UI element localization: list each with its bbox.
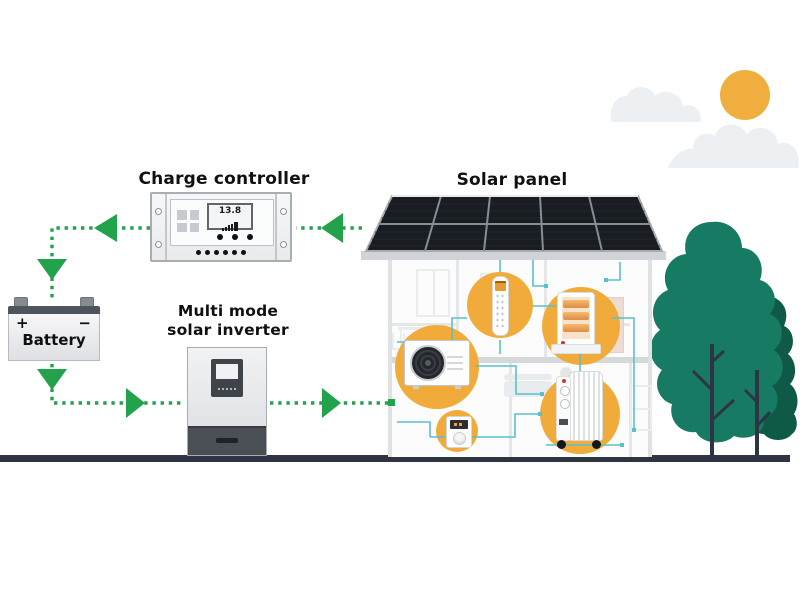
house-wall (392, 323, 456, 326)
solar-panel-label: Solar panel (456, 170, 568, 190)
window (416, 269, 450, 317)
inverter-label-line2: solar inverter (167, 321, 289, 340)
radiator-controls (556, 376, 571, 441)
cloud-right (668, 124, 799, 168)
ac-vents (447, 356, 463, 374)
thermostat-dial (452, 432, 466, 445)
inverter-screen (216, 364, 238, 379)
arrowheads (37, 213, 395, 418)
battery-positive-sign: + (16, 314, 29, 332)
tree-front (650, 221, 783, 443)
house-wall (456, 257, 459, 357)
controller-display: 13.8 (207, 203, 253, 231)
thermostat-icon (446, 416, 472, 448)
battery-device: + − Battery (8, 297, 100, 361)
controller-buttons (217, 234, 253, 240)
battery-level-icon (222, 222, 238, 231)
ac-remote-control-icon (492, 276, 509, 336)
cloud-left (610, 87, 701, 122)
inverter-label: Multi mode solar inverter (155, 302, 301, 341)
battery-negative-sign: − (78, 314, 91, 332)
dresser (630, 385, 652, 431)
inverter-body (188, 348, 266, 430)
air-conditioner-outdoor-unit-icon (404, 340, 470, 389)
house-floor-divider (392, 357, 648, 363)
screw-icon (280, 208, 287, 215)
inverter-buttons (218, 388, 236, 390)
remote-buttons (495, 293, 506, 327)
controller-vents (196, 250, 246, 255)
tree-branches (691, 349, 772, 428)
roof-eave (361, 251, 666, 260)
halogen-heater-icon (551, 292, 601, 354)
screw-icon (155, 241, 162, 248)
mounting-flange (275, 194, 290, 260)
charge-controller-label: Charge controller (138, 169, 310, 189)
ground (0, 455, 790, 462)
battery-body: + − Battery (8, 314, 100, 361)
arrow-controller-to-battery (50, 226, 150, 300)
controller-display-value: 13.8 (218, 206, 242, 216)
heater-core (562, 297, 590, 339)
screw-icon (280, 241, 287, 248)
controller-keypad (177, 210, 199, 232)
sun (720, 70, 770, 120)
charge-controller-device: 13.8 (150, 192, 292, 262)
inverter-label-line1: Multi mode (177, 302, 279, 320)
inverter-vent-slot (216, 438, 238, 443)
thermostat-screen (450, 420, 468, 429)
house-wall (509, 363, 512, 457)
panel-grid-lines (379, 195, 650, 252)
mounting-flange (152, 194, 167, 260)
ac-fan (410, 345, 446, 381)
inverter-base (188, 426, 266, 455)
remote-screen (495, 281, 506, 291)
battery-label: Battery (22, 331, 86, 349)
tree-trunks (710, 344, 759, 458)
solar-inverter-device (187, 347, 267, 456)
screw-icon (155, 208, 162, 215)
controller-front-panel: 13.8 (170, 199, 274, 246)
oil-filled-radiator-icon (556, 371, 603, 449)
inverter-display-panel (211, 359, 243, 397)
arrow-battery-to-inverter (50, 364, 184, 405)
battery-top-cap (8, 306, 100, 314)
